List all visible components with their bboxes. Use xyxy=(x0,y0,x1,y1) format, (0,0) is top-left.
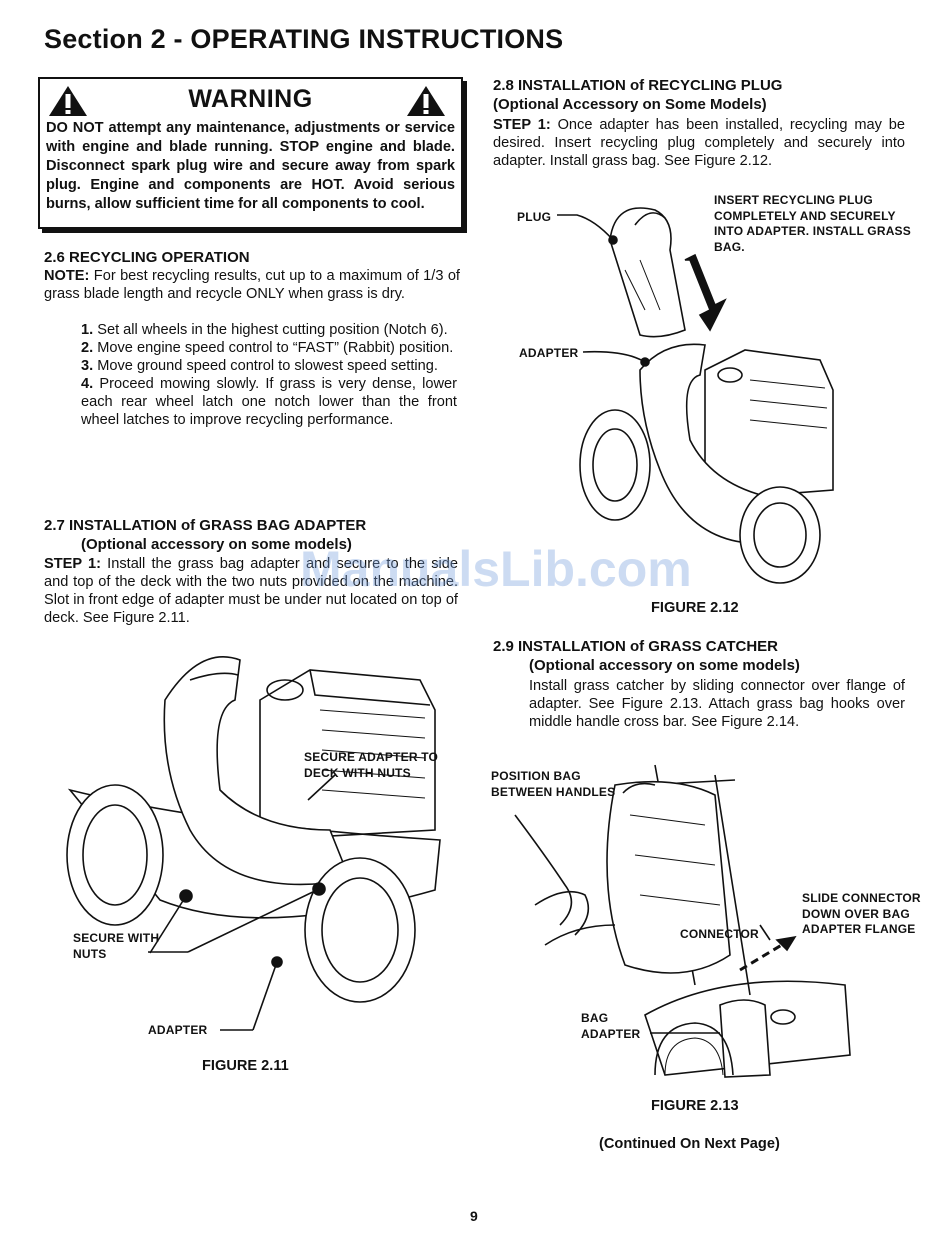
warning-header: WARNING xyxy=(46,83,455,119)
step-number: 4. xyxy=(81,376,94,392)
section-2-6-heading: 2.6 RECYCLING OPERATION xyxy=(44,249,250,266)
label-secure-adapter: SECURE ADAPTER TO DECK WITH NUTS xyxy=(304,750,439,780)
label-bag-adapter: BAG ADAPTER xyxy=(581,1011,641,1041)
list-item: 2. Move engine speed control to “FAST” (… xyxy=(81,339,457,357)
step-text: Move engine speed control to “FAST” (Rab… xyxy=(93,340,454,356)
section-2-9-subheading: (Optional accessory on some models) xyxy=(529,657,800,674)
warning-triangle-icon xyxy=(407,86,445,116)
continued-note: (Continued On Next Page) xyxy=(599,1136,780,1152)
step-text: Install the grass bag adapter and secure… xyxy=(44,556,458,626)
step-text: Proceed mowing slowly. If grass is very … xyxy=(81,376,457,428)
section-2-8-heading: 2.8 INSTALLATION of RECYCLING PLUG xyxy=(493,77,783,94)
label-adapter: ADAPTER xyxy=(519,346,579,360)
figure-2-13-caption: FIGURE 2.13 xyxy=(651,1098,739,1114)
step-number: 1. xyxy=(81,322,94,338)
warning-title: WARNING xyxy=(188,85,313,113)
recycling-steps: 1. Set all wheels in the highest cutting… xyxy=(81,321,457,429)
warning-triangle-icon xyxy=(49,86,87,116)
step-number: 3. xyxy=(81,358,94,374)
warning-text: DO NOT attempt any maintenance, adjustme… xyxy=(46,120,455,212)
step-number: 2. xyxy=(81,340,94,356)
figure-2-11-caption: FIGURE 2.11 xyxy=(202,1058,289,1074)
figure-2-12-caption: FIGURE 2.12 xyxy=(651,600,739,616)
label-secure-with-nuts: SECURE WITH NUTS xyxy=(73,931,160,961)
section-2-7-subheading: (Optional accessory on some models) xyxy=(81,536,352,553)
section-2-9-heading: 2.9 INSTALLATION of GRASS CATCHER xyxy=(493,638,778,655)
section-2-7-step: STEP 1: Install the grass bag adapter an… xyxy=(44,555,458,627)
figure-2-13-illustration xyxy=(514,764,851,1078)
label-position-bag: POSITION BAG BETWEEN HANDLES xyxy=(491,769,616,799)
figure-2-12-illustration xyxy=(557,207,834,584)
page-number: 9 xyxy=(470,1208,478,1224)
section-2-6-note: NOTE: For best recycling results, cut up… xyxy=(44,267,460,303)
list-item: 3. Move ground speed control to slowest … xyxy=(81,357,457,375)
step-label: STEP 1: xyxy=(44,556,101,572)
section-2-7-heading: 2.7 INSTALLATION of GRASS BAG ADAPTER xyxy=(44,517,367,534)
list-item: 1. Set all wheels in the highest cutting… xyxy=(81,321,457,339)
note-text: For best recycling results, cut up to a … xyxy=(44,268,460,302)
label-adapter: ADAPTER xyxy=(148,1023,208,1037)
label-connector: CONNECTOR xyxy=(680,927,759,941)
label-plug: PLUG xyxy=(517,210,552,224)
figure-2-11-illustration xyxy=(66,656,441,1031)
page-title: Section 2 - OPERATING INSTRUCTIONS xyxy=(44,24,564,54)
label-slide-connector: SLIDE CONNECTOR DOWN OVER BAG ADAPTER FL… xyxy=(802,891,921,936)
section-2-8-subheading: (Optional Accessory on Some Models) xyxy=(493,96,767,113)
warning-box: WARNING DO NOT attempt any maintenance, … xyxy=(38,77,463,229)
section-2-9-text: Install grass catcher by sliding connect… xyxy=(529,678,905,730)
list-item: 4. Proceed mowing slowly. If grass is ve… xyxy=(81,375,457,429)
step-text: Move ground speed control to slowest spe… xyxy=(93,358,438,374)
section-2-8-step: STEP 1: Once adapter has been installed,… xyxy=(493,116,905,170)
note-label: NOTE: xyxy=(44,268,90,284)
step-text: Set all wheels in the highest cutting po… xyxy=(93,322,448,338)
step-text: Once adapter has been installed, recycli… xyxy=(493,117,905,169)
label-insert-plug: INSERT RECYCLING PLUG COMPLETELY AND SEC… xyxy=(714,193,911,254)
step-label: STEP 1: xyxy=(493,117,551,133)
watermark: ManualsLib.com xyxy=(300,541,692,597)
